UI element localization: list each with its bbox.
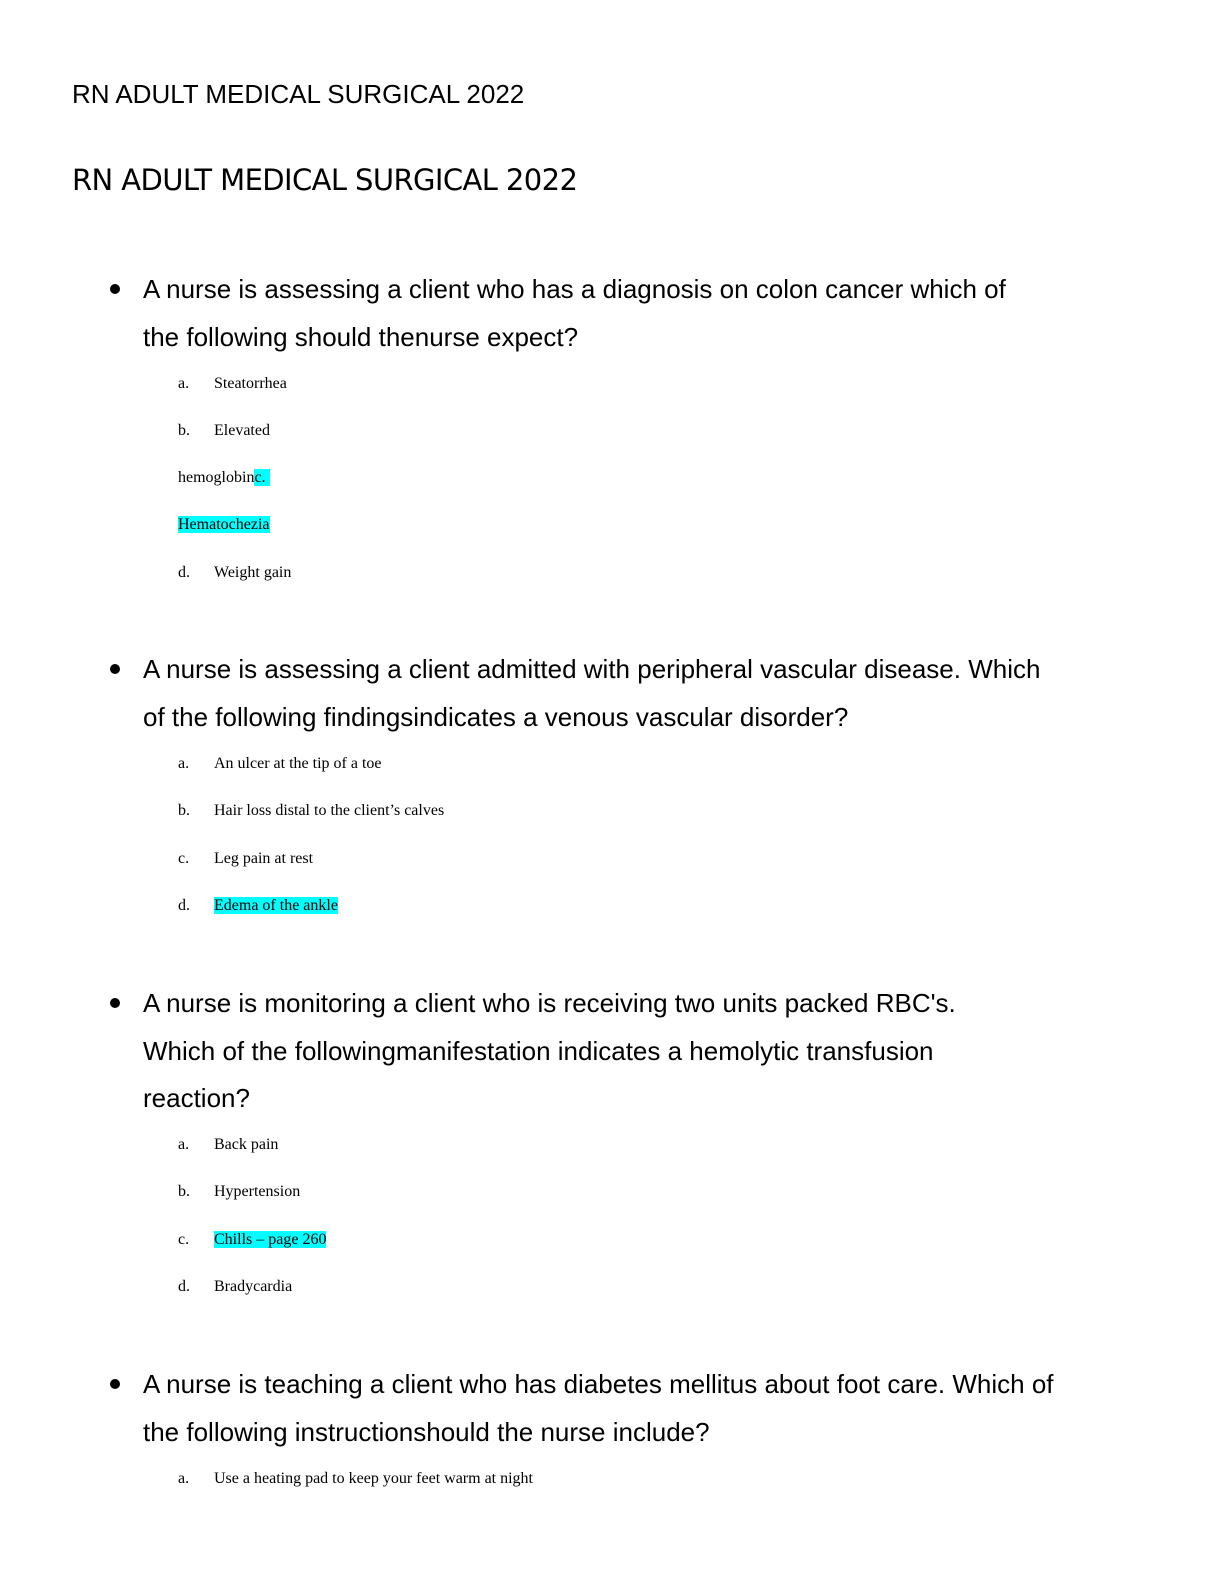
question-stem: A nurse is assessing a client admitted w… (143, 646, 1133, 741)
option-letter: a. (178, 1136, 190, 1153)
option-a: a. Steatorrhea (178, 366, 287, 402)
highlighted-option-letter: c. (254, 469, 266, 486)
option-b: b. Elevated (178, 413, 270, 449)
highlighted-answer: Chills – page 260 (214, 1231, 327, 1248)
option-letter: d. (178, 897, 190, 914)
option-text: Bradycardia (214, 1278, 293, 1295)
stem-line: A nurse is assessing a client who has a … (143, 274, 1006, 304)
document-title: RN ADULT MEDICAL SURGICAL 2022 (72, 163, 578, 197)
option-c-correct: c. Chills – page 260 (178, 1222, 327, 1258)
option-d: d. Bradycardia (178, 1269, 292, 1305)
option-b: b. Hypertension (178, 1174, 300, 1210)
bullet-icon (110, 664, 120, 674)
option-c: c. Leg pain at rest (178, 841, 313, 877)
stem-line: reaction? (143, 1083, 250, 1113)
stem-line: Which of the followingmanifestation indi… (143, 1035, 934, 1066)
bullet-icon (110, 1379, 120, 1389)
option-text: Hair loss distal to the client’s calves (214, 802, 445, 819)
option-letter: d. (178, 564, 190, 581)
option-letter: d. (178, 1278, 190, 1295)
option-letter: b. (178, 422, 190, 439)
option-a: a. Use a heating pad to keep your feet wa… (178, 1461, 533, 1497)
option-text: Hypertension (214, 1183, 301, 1200)
stem-line: of the following findingsindicates a ven… (143, 701, 849, 732)
option-c-correct: Hematochezia (178, 507, 270, 543)
page-header: RN ADULT MEDICAL SURGICAL 2022 (72, 79, 525, 109)
option-d: d. Weight gain (178, 555, 291, 591)
option-text: Elevated (214, 422, 270, 439)
option-letter: c. (178, 1231, 190, 1248)
option-text: Back pain (214, 1136, 279, 1153)
option-text: Steatorrhea (214, 375, 287, 392)
option-text: Weight gain (214, 564, 292, 581)
option-a: a. An ulcer at the tip of a toe (178, 746, 382, 782)
stem-line: A nurse is monitoring a client who is re… (143, 988, 956, 1018)
option-text: An ulcer at the tip of a toe (214, 755, 382, 772)
option-a: a. Back pain (178, 1127, 278, 1163)
option-b-continued: hemoglobinc. (178, 460, 270, 496)
highlighted-answer: Edema of the ankle (214, 897, 338, 914)
option-letter: b. (178, 802, 190, 819)
stem-line: the following should thenurse expect? (143, 321, 579, 352)
option-letter: c. (178, 850, 190, 867)
option-text: hemoglobin (178, 469, 255, 486)
stem-line: A nurse is assessing a client admitted w… (143, 654, 1041, 684)
option-d-correct: d. Edema of the ankle (178, 888, 338, 924)
option-text: Use a heating pad to keep your feet warm… (214, 1470, 533, 1487)
option-letter: a. (178, 755, 190, 772)
stem-line: A nurse is teaching a client who has dia… (143, 1369, 1054, 1399)
bullet-icon (110, 284, 120, 294)
highlighted-answer: Hematochezia (178, 516, 270, 533)
option-letter: b. (178, 1183, 190, 1200)
stem-line: the following instructionshould the nurs… (143, 1416, 710, 1447)
question-stem: A nurse is monitoring a client who is re… (143, 980, 1133, 1123)
question-stem: A nurse is assessing a client who has a … (143, 266, 1133, 361)
question-stem: A nurse is teaching a client who has dia… (143, 1361, 1133, 1456)
option-letter: a. (178, 1470, 190, 1487)
option-letter: a. (178, 375, 190, 392)
option-b: b. Hair loss distal to the client’s calve… (178, 793, 444, 829)
bullet-icon (110, 998, 120, 1008)
option-text: Leg pain at rest (214, 850, 314, 867)
